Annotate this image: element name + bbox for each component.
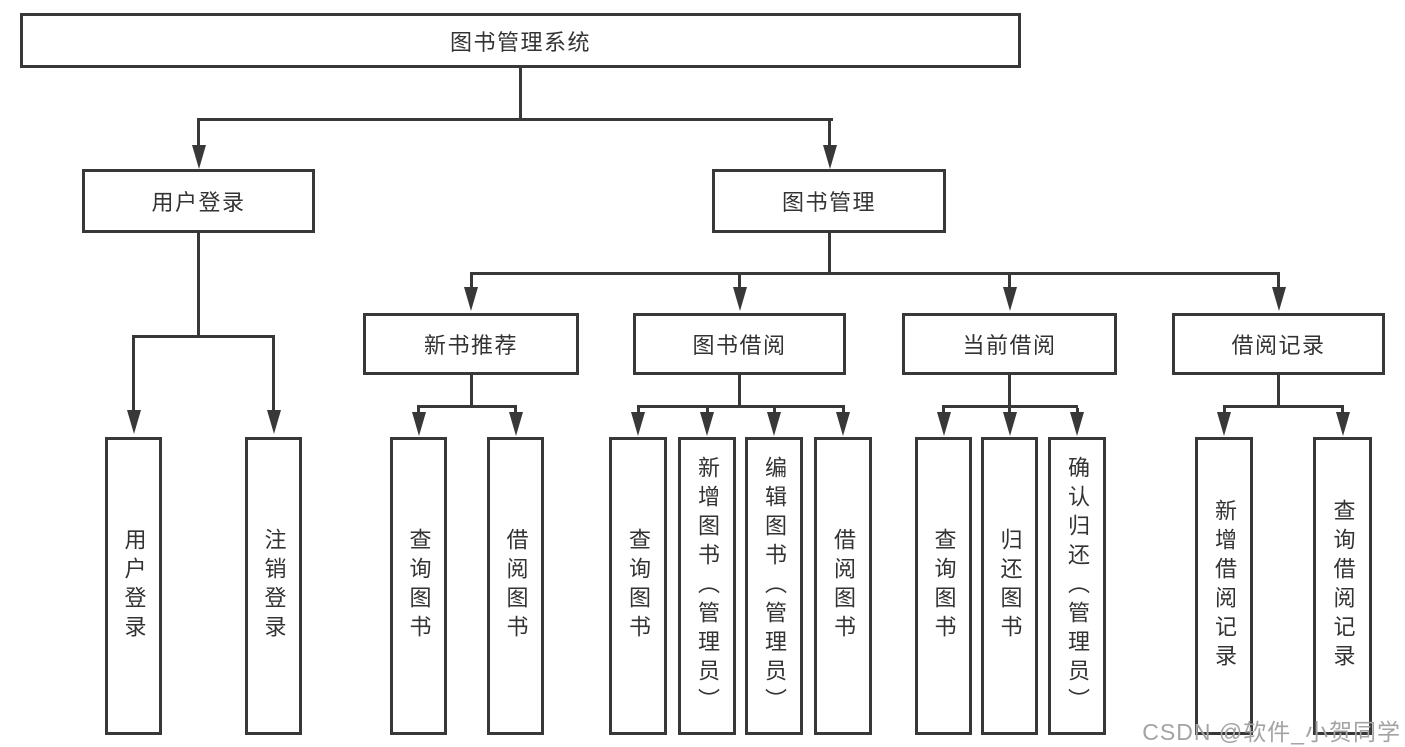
connector-line bbox=[514, 408, 517, 414]
arrowhead-icon bbox=[1002, 412, 1017, 436]
arrowhead-icon bbox=[1271, 287, 1286, 311]
connector-line bbox=[469, 275, 473, 287]
arrowhead-icon bbox=[631, 412, 645, 436]
node-leaf-add-borrow-record: 新增借阅记录 bbox=[1195, 437, 1253, 735]
node-label: 新书推荐 bbox=[423, 333, 518, 358]
connector-line bbox=[1075, 408, 1079, 414]
connector-line bbox=[738, 375, 741, 407]
connector-line bbox=[942, 408, 945, 414]
node-label: 图书借阅 bbox=[692, 333, 787, 358]
node-label: 新增借阅记录 bbox=[1212, 499, 1237, 673]
connector-line bbox=[519, 68, 522, 120]
connector-line bbox=[132, 338, 135, 411]
node-leaf-add-books-admin: 新增图书（管理员） bbox=[678, 437, 736, 735]
connector-line bbox=[636, 405, 845, 408]
connector-line bbox=[197, 121, 200, 146]
arrowhead-icon bbox=[1070, 412, 1084, 436]
connector-line bbox=[772, 408, 776, 414]
connector-line bbox=[1341, 408, 1344, 414]
arrowhead-icon bbox=[822, 145, 837, 169]
arrowhead-icon bbox=[1002, 287, 1017, 311]
node-book-borrowing: 图书借阅 bbox=[633, 313, 846, 375]
connector-line bbox=[417, 405, 517, 408]
node-leaf-user-login: 用户登录 bbox=[105, 437, 162, 735]
node-label: 当前借阅 bbox=[962, 333, 1057, 358]
node-label: 注销登录 bbox=[261, 528, 287, 644]
node-leaf-query-books-borrow: 查询图书 bbox=[609, 437, 667, 735]
node-user-login: 用户登录 bbox=[82, 169, 315, 233]
node-label: 确认归还（管理员） bbox=[1065, 455, 1090, 717]
node-label: 借阅图书 bbox=[503, 528, 529, 644]
node-label: 查询图书 bbox=[931, 528, 957, 644]
node-label: 查询图书 bbox=[406, 528, 432, 644]
arrowhead-icon bbox=[700, 412, 714, 436]
connector-line bbox=[841, 408, 845, 414]
node-leaf-borrow-books-rec: 借阅图书 bbox=[487, 437, 544, 735]
node-label: 用户登录 bbox=[121, 528, 147, 644]
arrowhead-icon bbox=[1217, 412, 1231, 436]
node-label: 借阅记录 bbox=[1231, 333, 1326, 358]
node-label: 用户登录 bbox=[151, 190, 246, 215]
node-label: 归还图书 bbox=[997, 528, 1023, 644]
node-label: 图书管理系统 bbox=[449, 29, 591, 55]
connector-line bbox=[469, 272, 1280, 275]
node-leaf-query-books-rec: 查询图书 bbox=[390, 437, 447, 735]
connector-line bbox=[197, 118, 833, 121]
connector-line bbox=[942, 405, 1078, 408]
connector-line bbox=[469, 375, 473, 407]
node-new-book-recommendation: 新书推荐 bbox=[363, 313, 579, 375]
connector-line bbox=[132, 335, 275, 338]
arrowhead-icon bbox=[266, 410, 281, 434]
connector-line bbox=[828, 233, 831, 274]
node-current-borrowing: 当前借阅 bbox=[902, 313, 1117, 375]
node-leaf-return-books: 归还图书 bbox=[981, 437, 1038, 735]
connector-line bbox=[1222, 405, 1344, 408]
arrowhead-icon bbox=[1335, 412, 1350, 436]
connector-line bbox=[272, 338, 275, 411]
connector-line bbox=[1277, 275, 1280, 287]
node-label: 图书管理 bbox=[781, 190, 876, 215]
node-leaf-borrow-books: 借阅图书 bbox=[814, 437, 872, 735]
node-label: 编辑图书（管理员） bbox=[762, 455, 787, 717]
arrowhead-icon bbox=[936, 412, 951, 436]
connector-line bbox=[1008, 275, 1011, 287]
connector-line bbox=[1008, 375, 1011, 407]
node-borrowing-records: 借阅记录 bbox=[1172, 313, 1385, 375]
node-leaf-logout: 注销登录 bbox=[245, 437, 302, 735]
node-library-management-system: 图书管理系统 bbox=[20, 13, 1021, 68]
connector-line bbox=[1008, 408, 1011, 414]
node-label: 查询借阅记录 bbox=[1330, 499, 1356, 673]
arrowhead-icon bbox=[411, 412, 426, 436]
connector-line bbox=[1222, 408, 1226, 414]
node-label: 新增图书（管理员） bbox=[695, 455, 720, 717]
connector-line bbox=[828, 121, 831, 146]
node-leaf-query-books-current: 查询图书 bbox=[915, 437, 972, 735]
node-leaf-edit-books-admin: 编辑图书（管理员） bbox=[745, 437, 803, 735]
arrowhead-icon bbox=[732, 287, 747, 311]
node-leaf-confirm-return-admin: 确认归还（管理员） bbox=[1048, 437, 1106, 735]
node-label: 查询图书 bbox=[626, 528, 651, 644]
connector-line bbox=[636, 408, 640, 414]
arrowhead-icon bbox=[508, 412, 523, 436]
connector-line bbox=[738, 275, 741, 287]
connector-line bbox=[705, 408, 709, 414]
arrowhead-icon bbox=[767, 412, 781, 436]
arrowhead-icon bbox=[191, 145, 206, 169]
node-label: 借阅图书 bbox=[831, 528, 856, 644]
connector-line bbox=[1277, 375, 1280, 407]
arrowhead-icon bbox=[836, 412, 850, 436]
csdn-watermark: CSDN @软件_小贺同学 bbox=[1142, 719, 1401, 745]
connector-line bbox=[417, 408, 420, 414]
connector-line bbox=[197, 233, 200, 337]
node-book-management: 图书管理 bbox=[712, 169, 946, 233]
node-leaf-query-borrow-record: 查询借阅记录 bbox=[1313, 437, 1372, 735]
arrowhead-icon bbox=[464, 287, 478, 311]
arrowhead-icon bbox=[126, 410, 141, 434]
